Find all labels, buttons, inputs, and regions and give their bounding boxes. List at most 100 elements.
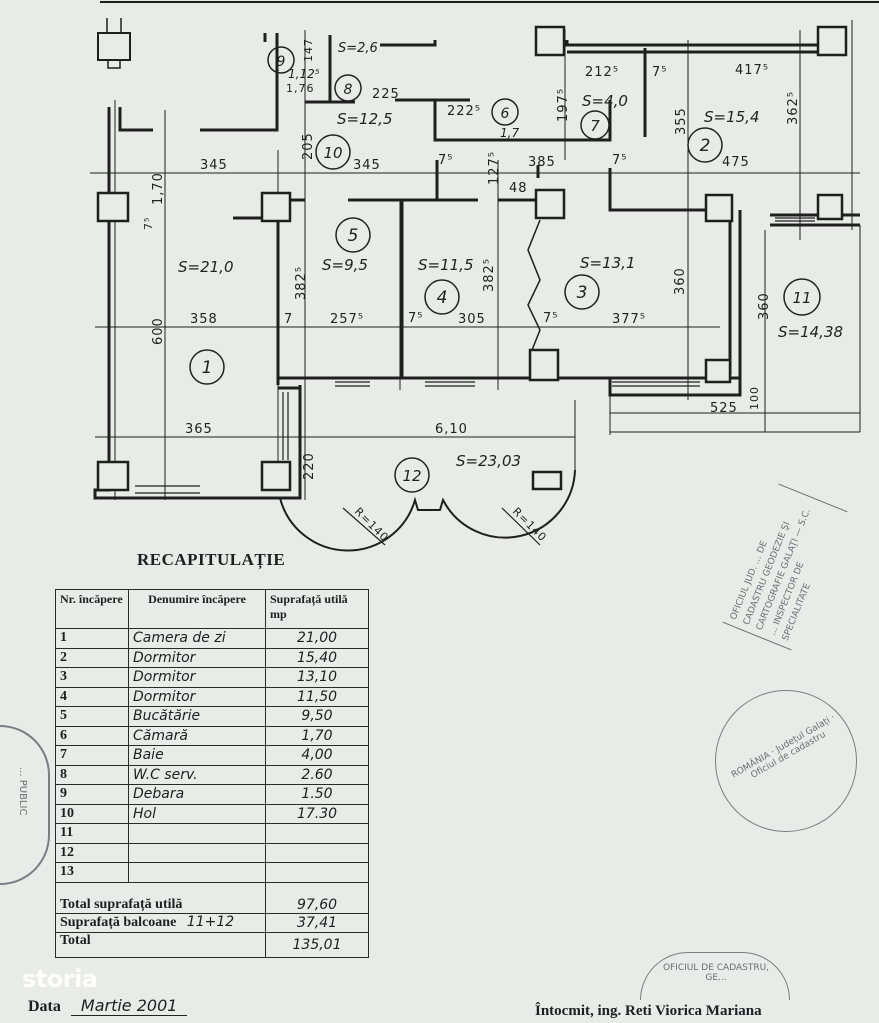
- dimension-label: 212⁵: [585, 65, 619, 80]
- date-value: Martie 2001: [70, 996, 188, 1016]
- recap-title: RECAPITULAȚIE: [137, 550, 286, 569]
- room-area-label: S=14,38: [778, 323, 843, 341]
- col-header-area: Suprafață utilă mp: [265, 589, 369, 629]
- room-nr-cell: 9: [55, 784, 129, 805]
- dimension-label: 417⁵: [735, 63, 769, 78]
- room-area-cell: 13,10: [265, 667, 369, 688]
- dimension-label: 360: [757, 292, 772, 320]
- room-marker-3: [564, 274, 600, 310]
- dimension-label: 7⁵: [652, 65, 667, 80]
- dimension-label: 525: [710, 401, 738, 416]
- room-number: 1: [202, 358, 213, 378]
- dimension-label: 382⁵: [482, 258, 497, 292]
- room-area-cell: [265, 842, 369, 863]
- room-area-cell: 11,50: [265, 686, 369, 707]
- dimension-label: 365: [185, 422, 213, 437]
- dimension-label: 7: [284, 312, 293, 327]
- total-row: Total 135,01: [55, 932, 369, 958]
- room-name-cell: [128, 842, 266, 863]
- dimension-label: 377⁵: [612, 312, 646, 327]
- room-area-label: S=12,5: [337, 110, 393, 128]
- room-marker-8: [334, 74, 362, 102]
- balcony-cell: Suprafață balcoane 11+12: [55, 912, 266, 933]
- total-value: 135,01: [265, 932, 369, 958]
- room-nr-cell: 7: [55, 745, 129, 766]
- room-area-cell: [265, 823, 369, 844]
- official-stamp-1: OFICIUL JUD. ... DE CADASTRU GEODEZIE ŞI…: [700, 470, 870, 670]
- dimension-label: 345: [353, 158, 381, 173]
- room-nr-cell: 3: [55, 667, 129, 688]
- folding-partition: [527, 219, 541, 351]
- walls: [93, 33, 860, 500]
- room-area-cell: 1,70: [265, 725, 369, 746]
- dimension-label: R=140: [352, 505, 391, 544]
- room-nr-cell: 11: [55, 823, 129, 844]
- room-name-cell: Dormitor: [128, 667, 266, 688]
- dimension-label: 358: [190, 312, 218, 327]
- room-name-cell: W.C serv.: [128, 764, 266, 785]
- room-nr-cell: 2: [55, 647, 129, 668]
- room-marker-11: [783, 278, 821, 316]
- total-useful-row: Total suprafață utilă 97,60: [55, 881, 369, 914]
- room-number: 12: [402, 467, 421, 485]
- room-area-label: S=21,0: [178, 258, 234, 276]
- official-stamp-3: OFICIUL DE CADASTRU, GE...: [640, 952, 790, 1000]
- room-nr-cell: 4: [55, 686, 129, 707]
- storia-watermark: storia: [22, 965, 98, 993]
- room-area-label: S=13,1: [580, 254, 636, 272]
- room-number: 4: [437, 288, 448, 308]
- room-area-cell: 1.50: [265, 784, 369, 805]
- total-useful-label: Total suprafață utilă: [55, 881, 266, 914]
- col-header-nr: Nr. încăpere: [55, 589, 129, 629]
- room-area-label: S=11,5: [418, 256, 474, 274]
- room-nr-cell: 1: [55, 628, 129, 649]
- room-marker-10: [315, 134, 351, 170]
- room-area-cell: [265, 862, 369, 883]
- room-marker-9: [267, 46, 295, 74]
- windows: [135, 217, 815, 494]
- room-area-label: S=4,0: [582, 92, 628, 110]
- balcony-label: Suprafață balcoane: [60, 915, 177, 931]
- dimension-label: 7⁵: [543, 311, 558, 326]
- room-area-label: S=15,4: [704, 108, 760, 126]
- footer-author: Întocmit, ing. Reti Viorica Mariana: [535, 1003, 762, 1019]
- recap-table: Nr. încăpere Denumire încăpere Suprafață…: [55, 589, 369, 958]
- room-name-cell: Debara: [128, 784, 266, 805]
- dimension-label: 475: [722, 155, 750, 170]
- date-label: Data: [28, 998, 61, 1015]
- dimension-label: 48: [509, 181, 528, 196]
- dimension-label: 385: [528, 155, 556, 170]
- room-area-label: S=9,5: [322, 256, 368, 274]
- footer-date: Data Martie 2001: [28, 996, 188, 1016]
- dimension-label: 7⁵: [438, 153, 453, 168]
- room-marker-1: [189, 349, 225, 385]
- dimension-label: 225: [372, 87, 400, 102]
- dimension-label: 360: [673, 267, 688, 295]
- dimension-label: 220: [302, 452, 317, 480]
- room-marker-7: [580, 110, 610, 140]
- room-name-cell: Hol: [128, 803, 266, 824]
- dimension-label: 7⁵: [408, 311, 423, 326]
- room-name-cell: Baie: [128, 745, 266, 766]
- dimension-label: 205: [301, 132, 316, 160]
- total-useful-value: 97,60: [265, 881, 369, 914]
- room-name-cell: [128, 862, 266, 883]
- dimension-label: 355: [674, 107, 689, 135]
- room-marker-4: [424, 279, 460, 315]
- room-number: 5: [348, 226, 359, 246]
- room-area-label: S=23,03: [456, 452, 521, 470]
- room-markers: [189, 46, 821, 493]
- room-marker-2: [687, 127, 723, 163]
- official-stamp-4: ... PUBLIC: [0, 725, 50, 885]
- room-area-cell: 9,50: [265, 706, 369, 727]
- dimension-label: 147: [302, 38, 315, 62]
- balcony-value: 37,41: [265, 912, 369, 933]
- table-row: 11: [55, 823, 369, 844]
- dimension-label: 1,70: [151, 172, 166, 205]
- col-header-name: Denumire încăpere: [128, 589, 266, 629]
